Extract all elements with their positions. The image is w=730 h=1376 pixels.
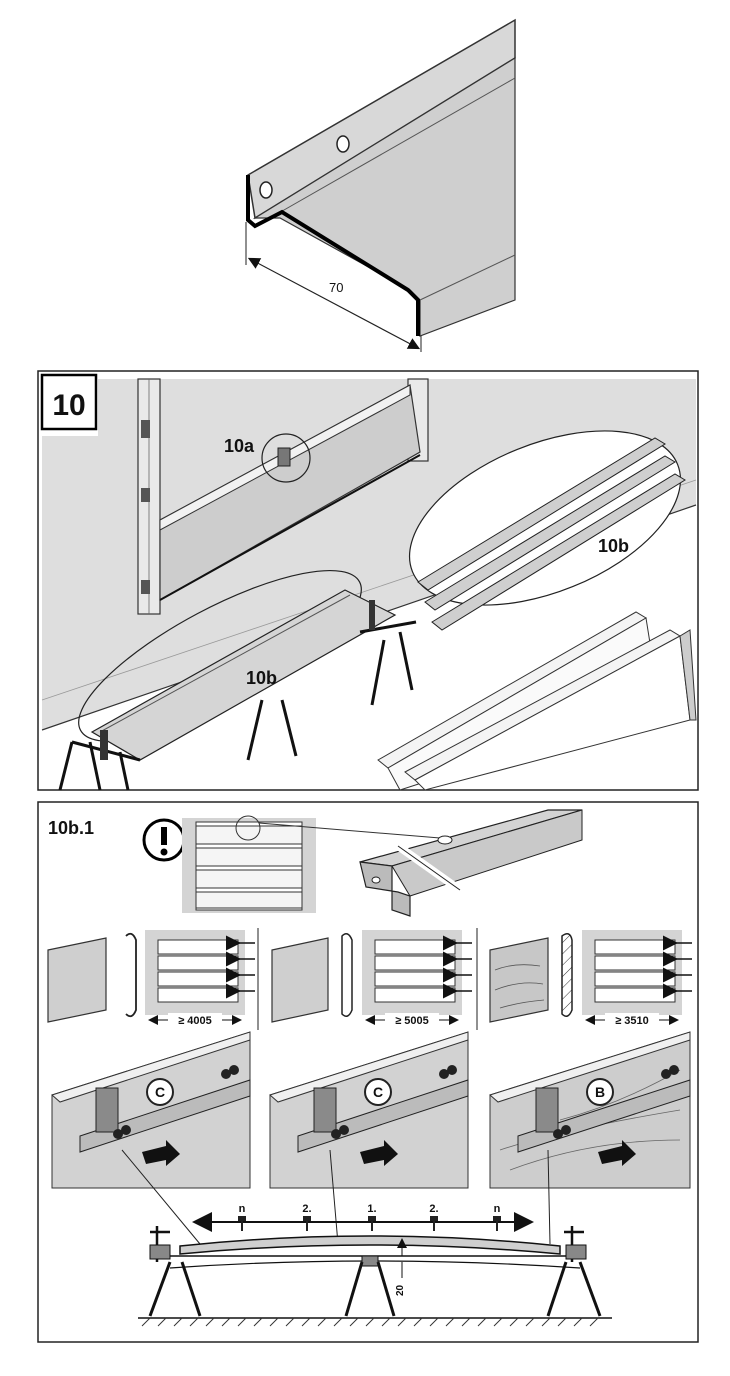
- profile-cross-section: [561, 933, 573, 1017]
- screw-type-letter: B: [595, 1084, 605, 1100]
- variant-2: ≥ 5005: [271, 930, 472, 1027]
- sawhorse: [58, 620, 417, 791]
- screw-type-letter: C: [373, 1084, 383, 1100]
- camber-assembly: n 2. 1. 2. n 20: [138, 1203, 612, 1327]
- screw-detail-1: C: [51, 1031, 251, 1189]
- screw-icon: [113, 1065, 239, 1139]
- panel-10: 10 10a 10b: [37, 370, 699, 791]
- hinge-bracket: [313, 1087, 337, 1133]
- detail-circle-10a: [261, 433, 311, 483]
- sequence-label: 2.: [302, 1203, 311, 1215]
- screw-icon: [238, 1216, 501, 1231]
- sawhorse: [148, 1261, 602, 1317]
- screw-hole-icon: [336, 135, 350, 153]
- hinge-bracket: [95, 1087, 119, 1133]
- stacked-door-panels: [377, 611, 697, 791]
- screw-detail-3: B: [489, 1031, 691, 1189]
- push-arrow-icon: [142, 1140, 180, 1166]
- screw-hole-icon: [259, 181, 273, 199]
- screw-type-badge: [586, 1078, 614, 1106]
- screw-type-badge: [364, 1078, 392, 1106]
- callout-10b-bottom: 10b: [246, 668, 277, 688]
- step-label-10b1: 10b.1: [48, 818, 94, 838]
- panel-section-sample: [47, 937, 107, 1023]
- sequence-label: 2.: [429, 1203, 438, 1215]
- sequence-label: n: [239, 1203, 246, 1215]
- screw-type-letter: C: [155, 1084, 165, 1100]
- screw-type-badge: [146, 1078, 174, 1106]
- min-width-label: ≥ 4005: [178, 1015, 212, 1027]
- callout-10b-top: 10b: [598, 536, 629, 556]
- exclamation-circle-icon: [142, 818, 186, 862]
- panel-on-sawhorses: [90, 589, 397, 761]
- panel-section-sample: [271, 937, 329, 1023]
- screw-icon: [553, 1065, 679, 1139]
- hinge-bracket: [535, 1087, 559, 1133]
- profile-cross-section: [125, 932, 137, 1018]
- screw-icon: [331, 1065, 457, 1139]
- profile-cross-section: [341, 933, 353, 1017]
- step-number: 10: [52, 389, 85, 422]
- variant-3: ≥ 3510: [489, 930, 692, 1027]
- camber-dimension: 20: [395, 1284, 406, 1296]
- min-width-label: ≥ 5005: [395, 1015, 429, 1027]
- min-width-label: ≥ 3510: [615, 1015, 649, 1027]
- sequence-label: 1.: [367, 1203, 376, 1215]
- top-profile-section: 70: [245, 18, 516, 352]
- callout-10a: 10a: [224, 436, 255, 456]
- panel-10b1: 10b.1: [37, 801, 699, 1343]
- screw-detail-2: C: [269, 1031, 469, 1189]
- sequence-label: n: [494, 1203, 501, 1215]
- dimension-label: 70: [329, 280, 343, 295]
- rail-detail-cut: [359, 809, 583, 917]
- step-number-box: [40, 373, 98, 431]
- door-elevation-warning: [182, 815, 441, 913]
- variant-1: ≥ 4005: [47, 930, 255, 1027]
- push-arrow-icon: [360, 1140, 398, 1166]
- push-arrow-icon: [598, 1140, 636, 1166]
- cambered-rail: [179, 1235, 561, 1255]
- wood-panel-sample: [489, 937, 549, 1023]
